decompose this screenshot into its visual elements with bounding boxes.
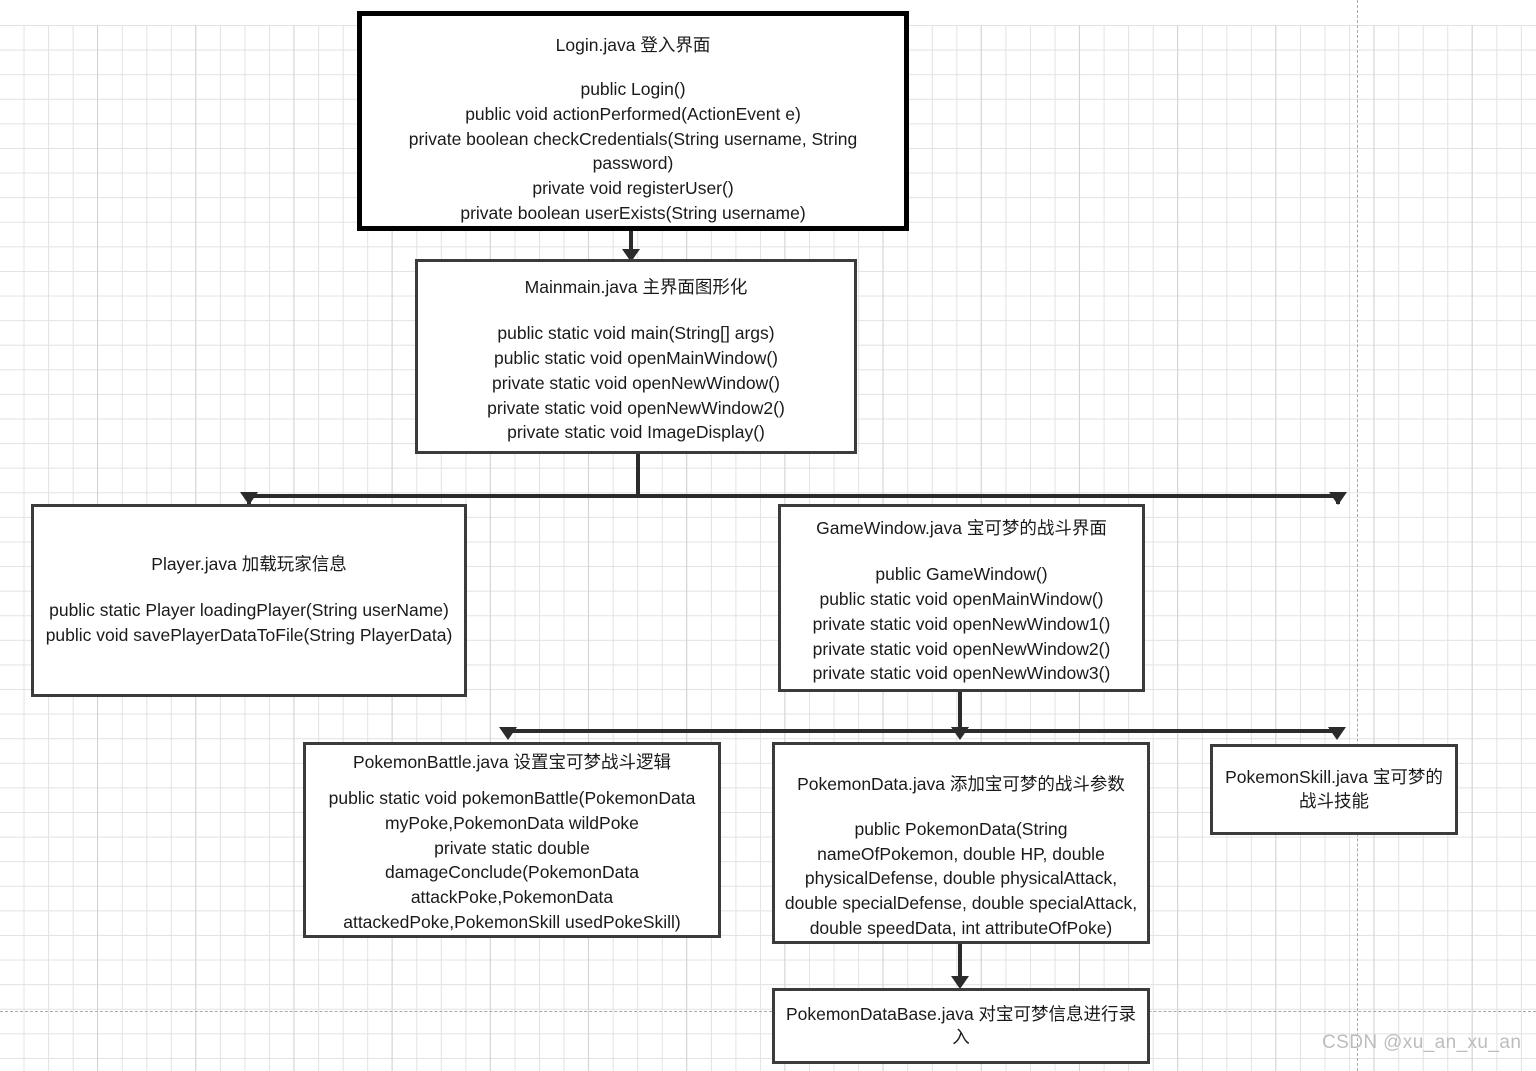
- node-gamewindow-java[interactable]: GameWindow.java 宝可梦的战斗界面 public GameWind…: [778, 504, 1145, 692]
- node-pokemondata-java[interactable]: PokemonData.java 添加宝可梦的战斗参数 public Pokem…: [772, 742, 1150, 944]
- node-pokemondata-methods: public PokemonData(String nameOfPokemon,…: [784, 818, 1138, 939]
- edge-mainmain-stem: [636, 454, 640, 496]
- node-player-title: Player.java 加载玩家信息: [151, 554, 347, 574]
- page-break-horizontal: [0, 1011, 1536, 1012]
- arrowhead-pokemondata: [951, 727, 969, 740]
- page-break-vertical: [1357, 0, 1358, 1071]
- arrowhead-pokemonbattle: [499, 727, 517, 740]
- edge-mainmain-bus: [247, 494, 1340, 498]
- node-gamewindow-methods: public GameWindow() public static void o…: [812, 564, 1111, 684]
- node-mainmain-methods: public static void main(String[] args) p…: [487, 323, 785, 443]
- node-pokemonbattle-title: PokemonBattle.java 设置宝可梦战斗逻辑: [352, 752, 671, 772]
- node-login-methods: public Login() public void actionPerform…: [408, 78, 858, 224]
- node-pokemonbattle-java[interactable]: PokemonBattle.java 设置宝可梦战斗逻辑 public stat…: [303, 742, 721, 938]
- csdn-watermark: CSDN @xu_an_xu_an: [1322, 1032, 1522, 1053]
- node-pokemonskill-java[interactable]: PokemonSkill.java 宝可梦的战斗技能: [1210, 744, 1458, 835]
- arrowhead-pokemonskill: [1328, 727, 1346, 740]
- node-pokemonbattle-methods: public static void pokemonBattle(Pokemon…: [328, 787, 696, 933]
- node-player-methods: public static Player loadingPlayer(Strin…: [45, 600, 453, 645]
- arrowhead-gamewindow: [1329, 492, 1347, 505]
- node-mainmain-java[interactable]: Mainmain.java 主界面图形化 public static void …: [415, 259, 857, 454]
- node-login-title: Login.java 登入界面: [555, 35, 711, 55]
- node-pokemonskill-title: PokemonSkill.java 宝可梦的战斗技能: [1225, 767, 1443, 811]
- node-gamewindow-title: GameWindow.java 宝可梦的战斗界面: [816, 518, 1107, 538]
- node-login-java[interactable]: Login.java 登入界面 public Login() public vo…: [357, 11, 909, 231]
- node-pokemondatabase-title: PokemonDataBase.java 对宝可梦信息进行录入: [785, 1003, 1137, 1047]
- node-pokemondatabase-java[interactable]: PokemonDataBase.java 对宝可梦信息进行录入: [772, 988, 1150, 1064]
- edge-gamewindow-stem: [958, 691, 962, 731]
- edge-gamewindow-bus: [506, 729, 1339, 733]
- node-player-java[interactable]: Player.java 加载玩家信息 public static Player …: [31, 504, 467, 697]
- node-pokemondata-title: PokemonData.java 添加宝可梦的战斗参数: [797, 774, 1125, 794]
- node-mainmain-title: Mainmain.java 主界面图形化: [524, 277, 748, 297]
